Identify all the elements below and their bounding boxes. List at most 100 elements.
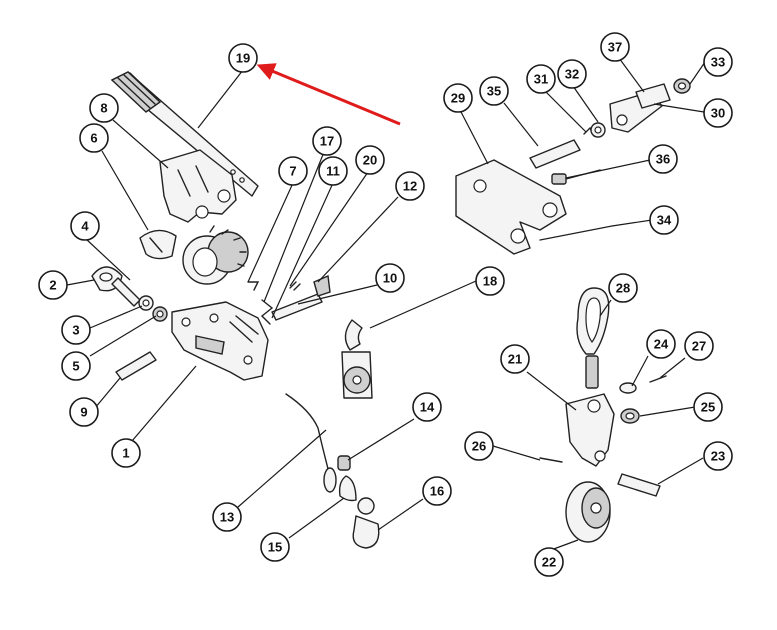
callout-36-label: 36	[656, 152, 670, 167]
part-pin-23	[617, 473, 661, 497]
callout-37-label: 37	[608, 40, 622, 55]
part-drum-gear	[182, 225, 249, 285]
callout-15[interactable]: 15	[260, 532, 290, 562]
part-wire-34	[539, 225, 613, 241]
callout-16[interactable]: 16	[422, 476, 452, 506]
callout-31[interactable]: 31	[526, 64, 556, 94]
part-sheave-22	[565, 481, 611, 543]
callout-17[interactable]: 17	[312, 126, 342, 156]
callout-31-label: 31	[534, 72, 548, 87]
callout-9-label: 9	[80, 405, 87, 420]
part-snap-hook-16	[352, 497, 380, 549]
part-nut-25	[620, 408, 640, 424]
callout-24-label: 24	[654, 337, 669, 352]
callout-29-label: 29	[451, 91, 465, 106]
callout-11[interactable]: 11	[318, 156, 348, 186]
callout-26[interactable]: 26	[464, 431, 494, 461]
callout-27[interactable]: 27	[684, 331, 714, 361]
part-pin-27	[649, 375, 667, 383]
callout-35[interactable]: 35	[479, 76, 509, 106]
part-thimble-15	[338, 475, 357, 502]
callout-19[interactable]: 19	[228, 43, 258, 73]
part-shaft-10	[271, 293, 323, 321]
part-bushing-33	[673, 78, 691, 94]
callout-5-label: 5	[72, 359, 79, 374]
callout-27-label: 27	[692, 339, 706, 354]
part-yoke-29	[455, 159, 567, 255]
callout-3[interactable]: 3	[61, 315, 91, 345]
leader-lines	[66, 57, 706, 551]
callout-12[interactable]: 12	[395, 171, 425, 201]
callout-34[interactable]: 34	[649, 205, 679, 235]
callout-32-label: 32	[565, 67, 579, 82]
callout-25[interactable]: 25	[693, 392, 723, 422]
callout-12-label: 12	[403, 179, 417, 194]
callout-26-label: 26	[472, 439, 486, 454]
part-washer-disc	[91, 266, 141, 307]
part-clip-12	[313, 274, 331, 297]
callout-5[interactable]: 5	[61, 351, 91, 381]
part-washer-32	[590, 122, 606, 138]
part-cable-13	[285, 393, 337, 493]
callout-33-label: 33	[711, 55, 725, 70]
callout-36[interactable]: 36	[648, 144, 678, 174]
callout-6[interactable]: 6	[79, 123, 109, 153]
callout-17-label: 17	[320, 134, 334, 149]
part-pawl-cover	[139, 229, 177, 260]
callout-28[interactable]: 28	[608, 273, 638, 303]
callout-9[interactable]: 9	[69, 397, 99, 427]
part-washer-24	[619, 382, 637, 394]
part-lever-bracket	[159, 149, 237, 223]
callout-30[interactable]: 30	[703, 98, 733, 128]
callout-8[interactable]: 8	[89, 93, 119, 123]
callout-11-label: 11	[326, 164, 340, 179]
callout-1[interactable]: 1	[111, 438, 141, 468]
part-hook-block-18	[341, 319, 373, 399]
part-ferrule-14	[337, 455, 351, 471]
part-spring-pins	[247, 281, 301, 325]
callout-15-label: 15	[268, 540, 282, 555]
callout-21-label: 21	[508, 352, 522, 367]
callout-25-label: 25	[701, 400, 715, 415]
part-hook-28	[576, 287, 610, 389]
callout-4-label: 4	[81, 219, 89, 234]
callout-20[interactable]: 20	[355, 145, 385, 175]
callout-18-label: 18	[483, 274, 497, 289]
callout-22[interactable]: 22	[534, 547, 564, 577]
callout-10-label: 10	[383, 271, 397, 286]
callout-34-label: 34	[657, 213, 672, 228]
callout-21[interactable]: 21	[500, 344, 530, 374]
callout-32[interactable]: 32	[557, 59, 587, 89]
highlight-arrow	[256, 63, 401, 126]
callout-37[interactable]: 37	[600, 32, 630, 62]
callout-14-label: 14	[420, 400, 435, 415]
callout-24[interactable]: 24	[646, 329, 676, 359]
callout-13[interactable]: 13	[212, 502, 242, 532]
callout-33[interactable]: 33	[703, 47, 733, 77]
callout-23[interactable]: 23	[703, 441, 733, 471]
callout-14[interactable]: 14	[412, 392, 442, 422]
part-pin-35	[529, 139, 581, 169]
part-swivel-21	[565, 393, 615, 467]
callout-10[interactable]: 10	[375, 263, 405, 293]
callout-20-label: 20	[363, 153, 377, 168]
callout-7[interactable]: 7	[278, 156, 308, 186]
callout-2[interactable]: 2	[38, 270, 68, 300]
part-frame	[171, 301, 269, 381]
callout-19-label: 19	[236, 51, 250, 66]
callout-16-label: 16	[430, 484, 444, 499]
callout-7-label: 7	[289, 164, 296, 179]
callout-4[interactable]: 4	[70, 211, 100, 241]
part-small-washer	[138, 295, 168, 322]
callout-23-label: 23	[711, 449, 725, 464]
callout-18[interactable]: 18	[475, 266, 505, 296]
callout-8-label: 8	[100, 101, 107, 116]
part-cam-37	[635, 83, 671, 109]
part-pin-9	[115, 351, 157, 381]
callout-35-label: 35	[487, 84, 501, 99]
callout-6-label: 6	[90, 131, 97, 146]
callout-29[interactable]: 29	[443, 83, 473, 113]
part-pin-26	[539, 457, 563, 463]
callout-30-label: 30	[711, 106, 725, 121]
